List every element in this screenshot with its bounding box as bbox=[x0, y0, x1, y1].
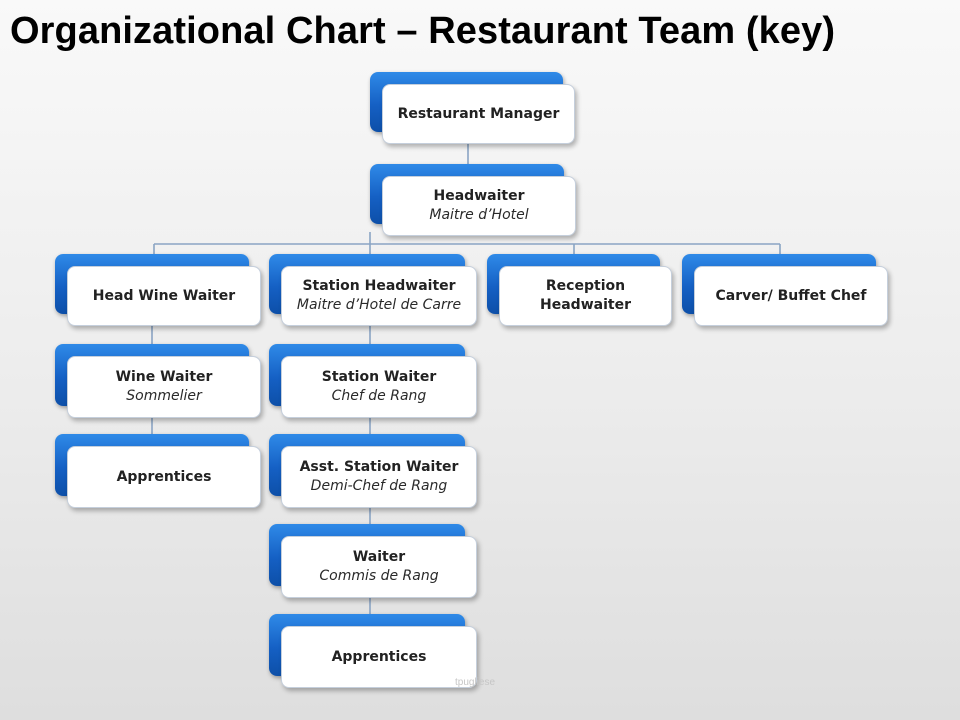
node-head-wine-waiter: Head Wine Waiter bbox=[55, 254, 261, 326]
node-card: Reception Headwaiter bbox=[499, 266, 672, 326]
node-carver-buffet-chef: Carver/ Buffet Chef bbox=[682, 254, 888, 326]
node-title: Restaurant Manager bbox=[397, 105, 560, 122]
node-station-headwaiter: Station Headwaiter Maitre d’Hotel de Car… bbox=[269, 254, 477, 326]
node-subtitle: Chef de Rang bbox=[331, 388, 427, 404]
node-card: Station Headwaiter Maitre d’Hotel de Car… bbox=[281, 266, 477, 326]
node-card: Waiter Commis de Rang bbox=[281, 536, 477, 598]
node-card: Carver/ Buffet Chef bbox=[694, 266, 888, 326]
node-title: Waiter bbox=[352, 549, 406, 565]
node-station-waiter: Station Waiter Chef de Rang bbox=[269, 344, 477, 418]
node-asst-station-waiter: Asst. Station Waiter Demi-Chef de Rang bbox=[269, 434, 477, 508]
node-subtitle: Maitre d’Hotel bbox=[429, 207, 529, 223]
node-card: Station Waiter Chef de Rang bbox=[281, 356, 477, 418]
node-card: Asst. Station Waiter Demi-Chef de Rang bbox=[281, 446, 477, 508]
node-waiter: Waiter Commis de Rang bbox=[269, 524, 477, 598]
node-title: Wine Waiter bbox=[115, 369, 213, 385]
node-card: Headwaiter Maitre d’Hotel bbox=[382, 176, 576, 236]
node-subtitle: Maitre d’Hotel de Carre bbox=[296, 297, 462, 313]
node-title: Head Wine Waiter bbox=[92, 287, 236, 304]
node-restaurant-manager: Restaurant Manager bbox=[370, 72, 575, 144]
footer-credit: tpugliese bbox=[455, 677, 496, 688]
node-card: Apprentices bbox=[67, 446, 261, 508]
node-card: Head Wine Waiter bbox=[67, 266, 261, 326]
node-wine-waiter: Wine Waiter Sommelier bbox=[55, 344, 261, 418]
node-apprentices-wine: Apprentices bbox=[55, 434, 261, 508]
node-title: Apprentices bbox=[331, 648, 427, 665]
node-title: Carver/ Buffet Chef bbox=[715, 287, 867, 304]
node-subtitle: Demi-Chef de Rang bbox=[310, 478, 448, 494]
node-title: Station Headwaiter bbox=[302, 278, 456, 294]
node-reception-headwaiter: Reception Headwaiter bbox=[487, 254, 672, 326]
node-title: Asst. Station Waiter bbox=[299, 459, 459, 475]
node-card: Restaurant Manager bbox=[382, 84, 575, 144]
node-subtitle: Commis de Rang bbox=[319, 568, 439, 584]
node-title: Apprentices bbox=[116, 468, 212, 485]
node-title: Reception Headwaiter bbox=[540, 278, 631, 313]
node-subtitle: Sommelier bbox=[126, 388, 202, 404]
node-title: Headwaiter bbox=[433, 188, 525, 204]
node-headwaiter: Headwaiter Maitre d’Hotel bbox=[370, 164, 576, 236]
node-apprentices-station: Apprentices bbox=[269, 614, 477, 688]
chart-title: Organizational Chart – Restaurant Team (… bbox=[10, 10, 836, 52]
node-title: Station Waiter bbox=[321, 369, 437, 385]
node-card: Apprentices bbox=[281, 626, 477, 688]
node-card: Wine Waiter Sommelier bbox=[67, 356, 261, 418]
